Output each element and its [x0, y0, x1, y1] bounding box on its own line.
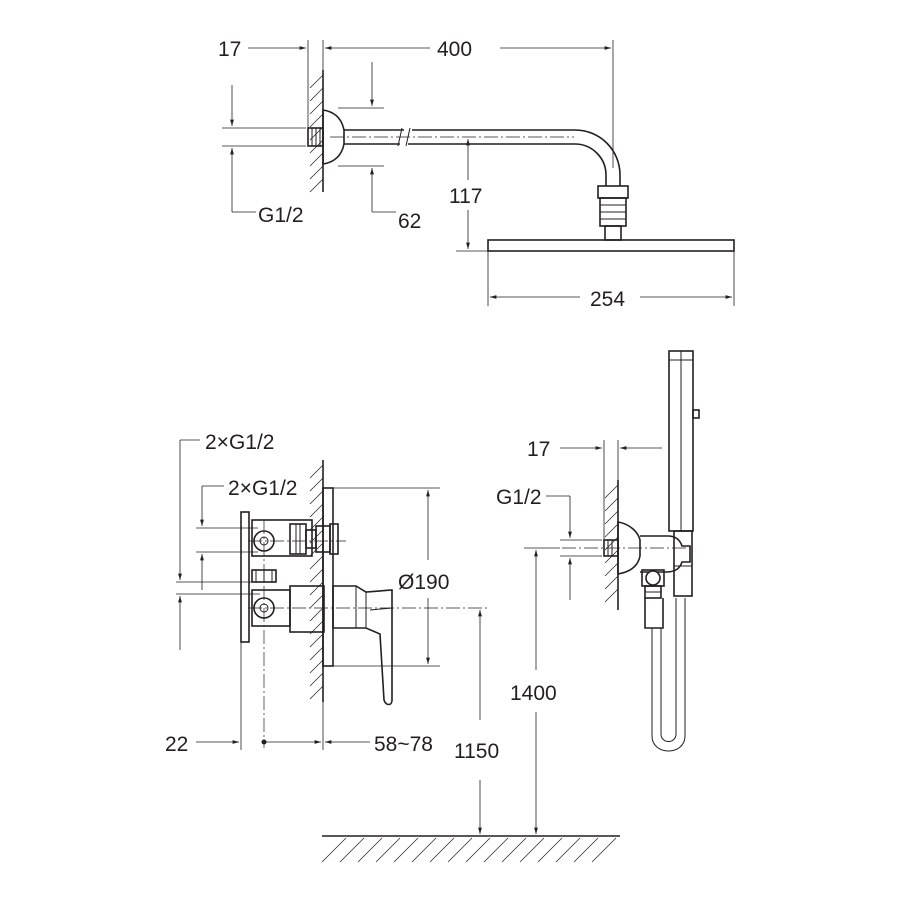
valve-view: 2×G1/2 2×G1/2 Ø190 22 58~78 1150: [165, 431, 499, 834]
dim-outlets-lower: 2×G1/2: [228, 477, 297, 500]
dim-head-drop: 117: [449, 185, 482, 208]
shower-hose: [651, 598, 686, 752]
floor: [321, 835, 620, 863]
holder-bracket: [640, 535, 691, 573]
shower-arm: [344, 129, 621, 186]
dim-handshower-height: 1400: [510, 682, 557, 705]
dim-flange-diameter: 62: [398, 210, 421, 233]
mixer-handle: [332, 585, 393, 706]
dim-valve-depth-b: 58~78: [374, 733, 433, 756]
dim-elbow-wall-offset: 17: [527, 438, 550, 461]
valve-escutcheon: [322, 487, 334, 667]
shower-hose-connector: [644, 598, 664, 629]
dim-escutcheon-diameter: Ø190: [398, 571, 449, 594]
valve-mounting-plate: [240, 511, 250, 643]
dim-elbow-thread: G1/2: [496, 486, 542, 509]
dim-arm-length: 400: [437, 38, 472, 61]
shower-head: [487, 239, 735, 252]
valve-body-upper: [251, 519, 313, 557]
head-connector-nut: [597, 185, 629, 199]
wall-outlet-elbow: [617, 521, 641, 575]
shower-arm-view: 17 400 G1/2 62 117 254: [218, 38, 735, 311]
dim-arm-wall-offset: 17: [218, 38, 241, 61]
dim-arm-thread: G1/2: [258, 204, 304, 227]
dim-outlets-upper: 2×G1/2: [205, 431, 274, 454]
hand-shower-button: [692, 409, 700, 419]
dim-head-width: 254: [590, 288, 625, 311]
handshower-view: 17 G1/2 1400: [496, 350, 700, 834]
dim-valve-depth-a: 22: [165, 733, 188, 756]
wall-hatch-valve: [309, 460, 324, 702]
dim-valve-height: 1150: [454, 740, 499, 763]
